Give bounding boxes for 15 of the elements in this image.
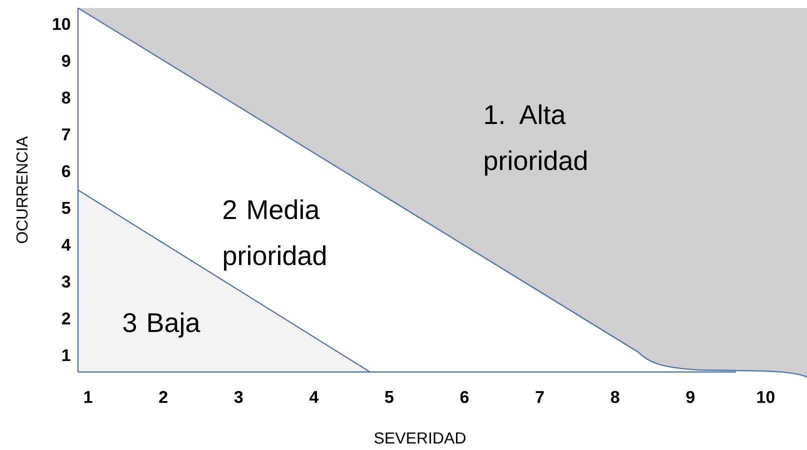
tick-label: 2 — [62, 312, 70, 324]
tick-label: 6 — [62, 165, 70, 178]
axis-title: OCURRENCIA — [16, 136, 28, 244]
priority-region: 2 Media prioridad — [224, 199, 326, 271]
tick-label: 5 — [62, 202, 70, 214]
tick-label: 3 — [62, 276, 70, 288]
axis-title: SEVERIDAD — [374, 432, 466, 444]
tick-label: 4 — [309, 391, 319, 403]
tick-label: 5 — [385, 391, 394, 403]
tick-label: 3 — [234, 390, 243, 404]
tick-label: 1 — [62, 349, 70, 362]
tick-label: 7 — [62, 128, 70, 140]
tick-label: 1 — [84, 391, 92, 403]
tick-label: 2 — [159, 391, 168, 403]
tick-label: 4 — [62, 238, 71, 251]
